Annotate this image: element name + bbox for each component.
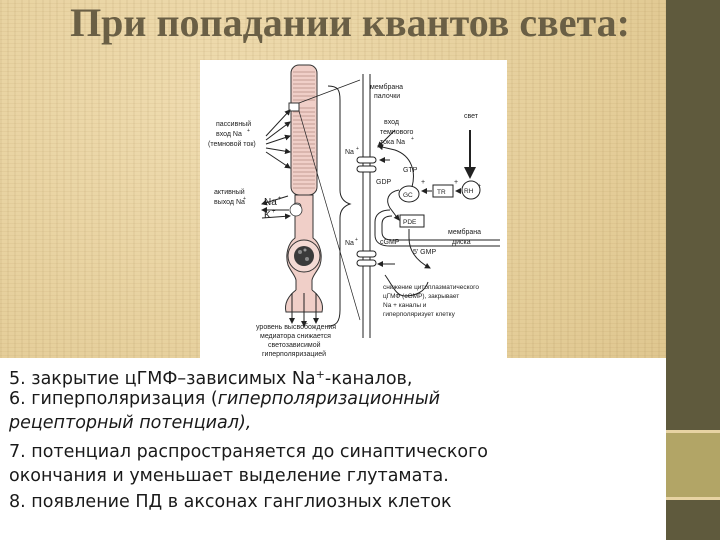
label-na-ion: Na (264, 197, 277, 208)
zoom-pointer (298, 79, 361, 104)
label-passive-2: вход Na (216, 131, 242, 138)
label-dark-sup: + (411, 136, 414, 142)
label-plus-1: + (421, 179, 425, 186)
slide-title: При попадании квантов света: (70, 0, 630, 45)
step-6: 6. гиперполяризация (гиперполяризационны… (9, 387, 440, 411)
label-release-2: медиатора снижается (260, 333, 331, 340)
label-na-lower-sup: + (355, 237, 358, 243)
label-release-4: гиперполяризацией (262, 350, 326, 358)
label-gc: GC (403, 192, 413, 199)
step-5-end: -каналов, (324, 369, 413, 389)
label-disk-2: диска (452, 239, 471, 246)
rod-inner-segment (285, 194, 323, 313)
label-na-ion-sup: + (278, 196, 282, 202)
label-disk-1: мембрана (448, 228, 481, 236)
label-5gmp: 5' GMP (413, 249, 436, 256)
label-k-ion-sup: + (272, 209, 276, 215)
steps-textbox: 5. закрытие цГМФ–зависимых Na+-каналов, … (0, 358, 666, 540)
active-outflow-arrows (261, 195, 291, 220)
label-na-lower: Na (345, 240, 354, 247)
figure-canvas: мембрана палочки пассивный вход Na + (те… (208, 64, 500, 358)
label-rod-membrane-2: палочки (374, 93, 400, 100)
rod-outer-segment (288, 64, 318, 196)
disk-membrane (374, 209, 500, 247)
label-rh-sup: + (478, 183, 481, 189)
tr-enzyme (432, 184, 454, 198)
label-cgmp: cGMP (380, 239, 400, 246)
label-cyt-3: Na + каналы и (383, 302, 427, 309)
pde-enzyme (399, 214, 425, 228)
sidebar-divider (666, 497, 720, 500)
rod-membrane (362, 74, 371, 338)
na-channels (356, 156, 377, 267)
label-tr: TR (437, 189, 446, 196)
passive-inflow-arrows (265, 109, 291, 169)
step-7-line-1: 7. потенциал распространяется до синапти… (9, 442, 489, 462)
step-7-line-2: окончания и уменьшает выделение глутамат… (9, 466, 449, 486)
label-release-3: светозависимой (268, 341, 321, 349)
figure-labels: мембрана палочки пассивный вход Na + (те… (208, 83, 481, 358)
label-dark-3: тока Na (380, 139, 405, 146)
label-gdp: GDP (376, 179, 392, 186)
label-light: свет (464, 113, 479, 120)
sidebar-stripe-dark (666, 0, 720, 432)
label-plus-2: + (454, 179, 458, 186)
label-active-sup: + (243, 196, 246, 202)
step-6-text: 6. гиперполяризация ( (9, 389, 218, 409)
sidebar-divider (666, 430, 720, 433)
step-8: 8. появление ПД в аксонах ганглиозных кл… (9, 492, 452, 512)
rod-phototransduction-figure: мембрана палочки пассивный вход Na + (те… (200, 60, 507, 362)
rh-enzyme (461, 180, 481, 200)
label-passive-1: пассивный (216, 120, 251, 128)
sidebar-stripe-light (666, 432, 720, 498)
label-na-upper-sup: + (356, 146, 359, 152)
label-rod-membrane: мембрана (370, 83, 403, 91)
label-cyt-2: цГМФ (cGMP), закрывает (383, 293, 459, 300)
label-dark-1: вход (384, 119, 399, 126)
bracket (327, 85, 352, 327)
label-rh: RH (464, 188, 474, 195)
step-5: 5. закрытие цГМФ–зависимых Na+-каналов, (9, 363, 412, 391)
gc-enzyme (398, 185, 420, 203)
synaptic-release-arrows (289, 293, 319, 327)
label-active-1: активный (214, 188, 245, 196)
step-5-text: 5. закрытие цГМФ–зависимых Na (9, 369, 316, 389)
step-5-sup: + (315, 368, 325, 381)
step-6-italic: гиперполяризационный (217, 389, 441, 409)
label-dark-2: темнового (380, 129, 414, 136)
label-pde: PDE (403, 219, 417, 226)
label-na-upper: Na (345, 149, 354, 156)
step-6-cont: рецепторный потенциал), (9, 413, 252, 433)
label-passive-sup: + (247, 128, 250, 134)
label-cyt-4: гиперполяризует клетку (383, 311, 456, 318)
label-active-2: выход Na (214, 199, 245, 206)
sidebar-stripe-bottom (666, 498, 720, 540)
label-release-1: уровень высвобождения (256, 323, 336, 331)
label-cyt-1: снижение цитоплазматического (383, 284, 479, 291)
label-gtp: GTP (403, 167, 418, 174)
label-passive-3: (темновой ток) (208, 140, 256, 148)
label-k-ion: K (264, 210, 271, 221)
pathway-arrows (377, 129, 476, 297)
zoom-pointer (298, 110, 361, 321)
